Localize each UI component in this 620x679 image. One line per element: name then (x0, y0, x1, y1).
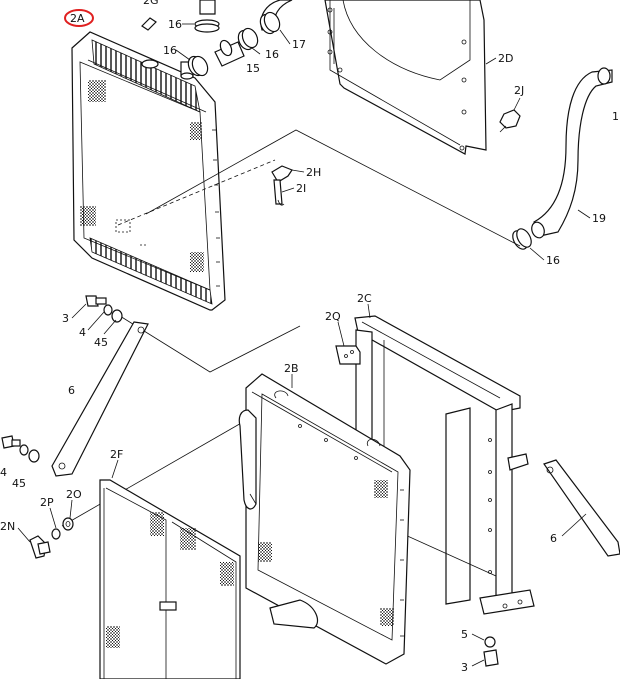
label-leaders (17, 23, 591, 667)
label-45-a[interactable]: 45 (94, 336, 108, 349)
hose-pipe-15[interactable] (214, 26, 261, 67)
label-16-c[interactable]: 16 (265, 48, 279, 61)
label-2j[interactable]: 2J (514, 84, 524, 97)
label-2b[interactable]: 2B (284, 362, 299, 375)
wing-nut-2n[interactable] (29, 535, 51, 559)
label-5[interactable]: 5 (461, 628, 468, 641)
label-19[interactable]: 19 (592, 212, 606, 225)
label-6-a[interactable]: 6 (68, 384, 75, 397)
label-15[interactable]: 15 (246, 62, 260, 75)
label-16-a[interactable]: 16 (168, 18, 182, 31)
bolt-2j[interactable] (499, 109, 521, 133)
hose-19[interactable] (530, 67, 613, 240)
label-2q[interactable]: 2Q (325, 310, 341, 323)
label-2p[interactable]: 2P (40, 496, 54, 509)
hose-clamp-lower[interactable] (510, 226, 534, 251)
leader-lines (61, 129, 521, 527)
bolt-set-lower[interactable] (483, 636, 499, 667)
label-2f[interactable]: 2F (110, 448, 123, 461)
bolt-set-left[interactable] (1, 435, 40, 463)
screen-2f[interactable] (99, 479, 241, 679)
radiator-core[interactable] (71, 31, 276, 311)
label-4-b[interactable]: 4 (0, 466, 7, 479)
washer-2o[interactable] (62, 517, 74, 531)
condenser-frame-2b[interactable] (238, 373, 411, 665)
hose-clamp-upper[interactable] (185, 54, 210, 78)
label-45-b[interactable]: 45 (12, 477, 26, 490)
label-16-b[interactable]: 16 (163, 44, 177, 57)
bracket-2q[interactable] (335, 345, 361, 365)
highlight-ring-2a (64, 9, 94, 27)
label-4-a[interactable]: 4 (79, 326, 86, 339)
label-2g[interactable]: 2G (143, 0, 159, 7)
bracket-right[interactable] (507, 453, 529, 471)
label-3-a[interactable]: 3 (62, 312, 69, 325)
drain-cock[interactable] (271, 165, 293, 206)
label-3-b[interactable]: 3 (461, 661, 468, 674)
label-2a[interactable]: 2A (70, 12, 85, 25)
stay-rod-6[interactable] (51, 321, 149, 477)
bolt-set-upper[interactable] (85, 295, 123, 323)
label-17[interactable]: 17 (292, 38, 306, 51)
stay-rod-6-right[interactable] (543, 459, 620, 557)
hose-top[interactable] (141, 0, 220, 33)
label-2h[interactable]: 2H (306, 166, 321, 179)
label-2n[interactable]: 2N (0, 520, 15, 533)
fan-shroud[interactable] (324, 0, 487, 155)
label-2c[interactable]: 2C (357, 292, 372, 305)
washer-2p[interactable] (51, 528, 61, 540)
label-2o[interactable]: 2O (66, 488, 82, 501)
label-1[interactable]: 1 (612, 110, 619, 123)
label-2i[interactable]: 2I (296, 182, 306, 195)
label-2d[interactable]: 2D (498, 52, 513, 65)
hose-17[interactable] (257, 0, 293, 36)
label-16-d[interactable]: 16 (546, 254, 560, 267)
label-6-b[interactable]: 6 (550, 532, 557, 545)
